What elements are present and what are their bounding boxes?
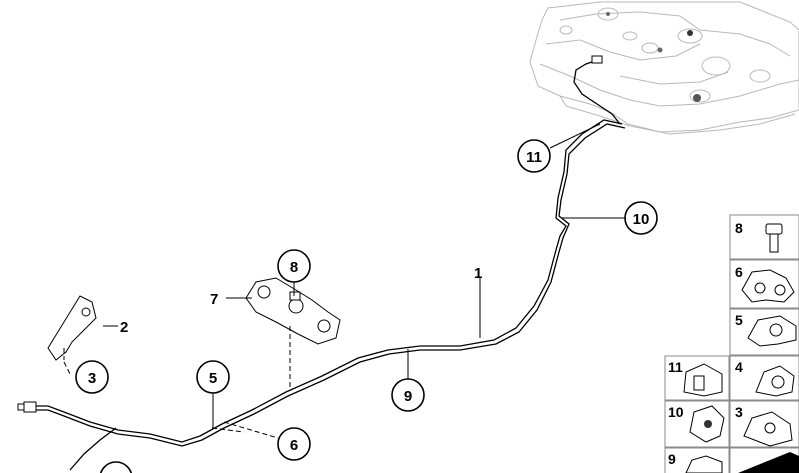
clip-9-icon xyxy=(685,455,723,473)
parts-grid: 8 6 5 11 4 10 3 9 xyxy=(664,214,799,473)
grid-num-3: 3 xyxy=(735,404,743,420)
callout-3-label: 3 xyxy=(88,370,96,387)
callout-11-label: 11 xyxy=(526,149,542,166)
callout-8: 8 xyxy=(277,249,311,283)
grid-num-11: 11 xyxy=(668,359,683,375)
callout-10-label: 10 xyxy=(633,211,650,228)
shim-icon xyxy=(738,452,799,473)
plain-labels: 1 2 7 xyxy=(120,265,482,336)
bolt-icon xyxy=(765,223,783,253)
clip-10-icon xyxy=(689,405,725,443)
label-1: 1 xyxy=(474,265,482,282)
fuel-tank xyxy=(529,1,799,135)
callout-11: 11 xyxy=(517,139,551,173)
fuel-line xyxy=(36,119,626,471)
callout-5: 5 xyxy=(196,360,230,394)
callout-3: 3 xyxy=(75,360,109,394)
tank-connector-cable xyxy=(573,55,621,125)
callout-6-label: 6 xyxy=(290,437,298,454)
line-end-connector xyxy=(17,401,37,413)
grid-num-6: 6 xyxy=(735,264,743,280)
grid-cell-8 xyxy=(729,214,799,260)
grid-num-4: 4 xyxy=(735,359,743,375)
grid-num-8: 8 xyxy=(735,220,743,236)
clip-3-icon xyxy=(743,411,793,447)
label-2: 2 xyxy=(120,319,128,336)
grid-num-10: 10 xyxy=(668,404,684,420)
callout-10: 10 xyxy=(624,201,658,235)
callout-8-label: 8 xyxy=(290,259,298,276)
clip-5-icon xyxy=(747,315,797,347)
clip-6-icon xyxy=(741,269,795,303)
clip-11-icon xyxy=(683,363,723,397)
label-7: 7 xyxy=(210,291,218,308)
grid-num-5: 5 xyxy=(735,312,743,328)
clip-4-icon xyxy=(755,365,795,397)
callout-4 xyxy=(99,461,133,473)
bracket-part xyxy=(47,295,97,361)
leader-lines xyxy=(63,123,626,439)
callout-9-label: 9 xyxy=(404,388,412,405)
pipe-holder xyxy=(245,277,341,345)
callout-5-label: 5 xyxy=(209,370,217,387)
callout-9: 9 xyxy=(391,378,425,412)
callout-6: 6 xyxy=(277,427,311,461)
grid-num-9: 9 xyxy=(668,451,676,467)
